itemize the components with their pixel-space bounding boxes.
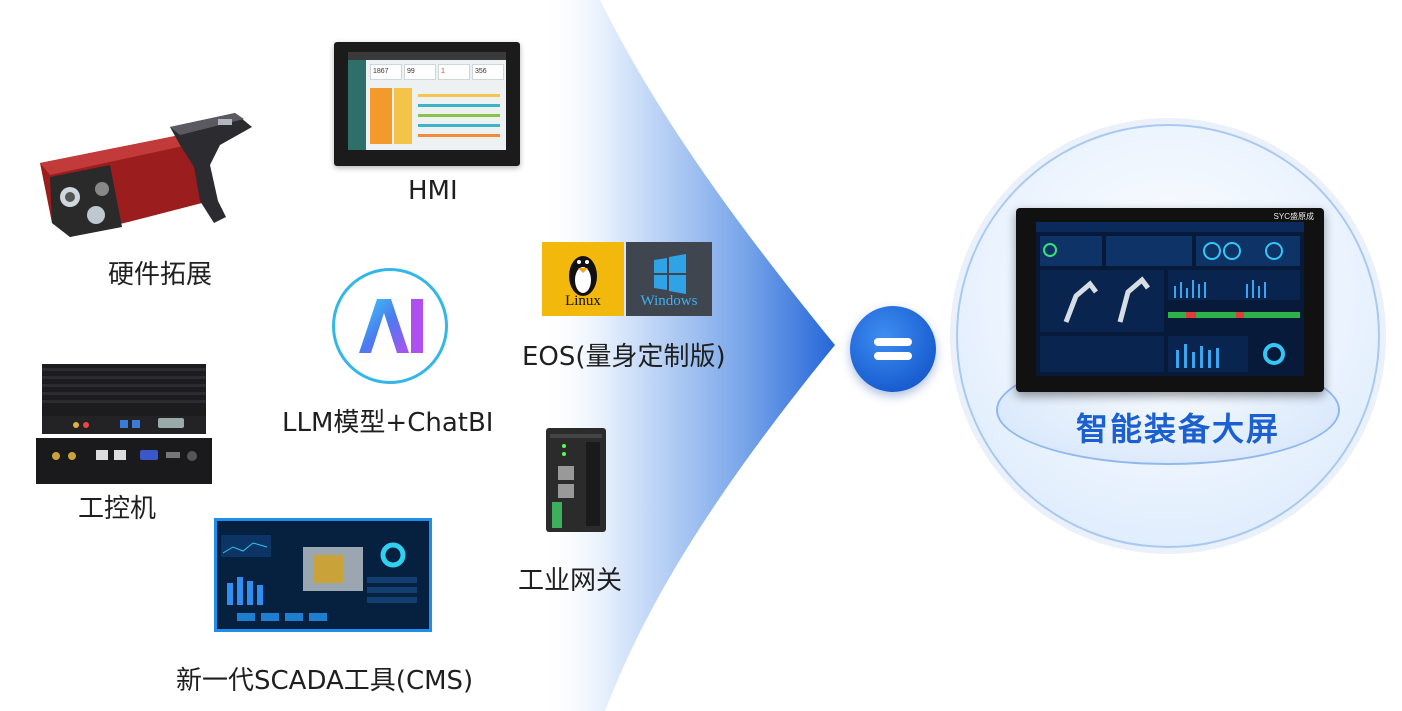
equals-icon: [850, 306, 936, 392]
ai-logo: [332, 268, 448, 384]
windows-text: Windows: [640, 293, 698, 309]
scada-label: 新一代SCADA工具(CMS): [176, 666, 474, 696]
linux-penguin-icon: [569, 256, 597, 296]
eos-label: EOS(量身定制版): [522, 342, 726, 372]
industrial-pc-image: [36, 364, 212, 484]
windows-logo-icon: [654, 254, 686, 294]
monitor-brand: SYC盛原成: [1273, 212, 1314, 221]
gateway-label: 工业网关: [518, 566, 623, 596]
linux-tile: Linux: [542, 242, 624, 316]
linux-text: Linux: [565, 293, 601, 309]
ai-label: LLM模型+ChatBI: [282, 408, 494, 438]
ipc-label: 工控机: [78, 494, 157, 524]
windows-tile: Windows: [626, 242, 712, 316]
hmi-label: HMI: [408, 176, 458, 206]
hardware-label: 硬件拓展: [108, 260, 213, 290]
industrial-gateway-image: [546, 428, 606, 532]
camera-scanner-image: [40, 113, 252, 237]
scada-screen-image: [214, 518, 432, 632]
smart-screen-monitor: SYC盛原成: [1016, 208, 1324, 392]
hmi-device-image: 1867 99 1 356: [334, 42, 520, 166]
result-title: 智能装备大屏: [1076, 410, 1281, 448]
